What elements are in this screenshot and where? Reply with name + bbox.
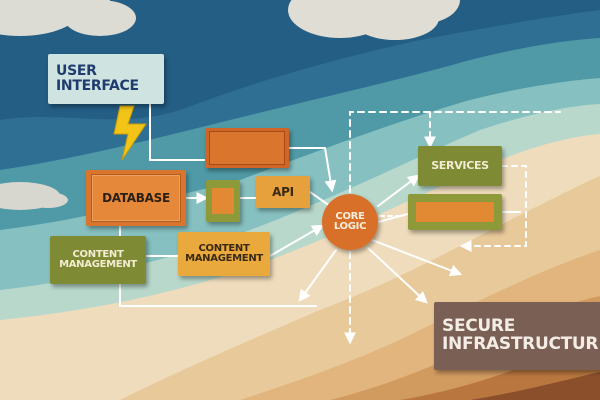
layer-rust	[400, 334, 600, 400]
connector-services-loop	[459, 165, 527, 252]
green-block-inner	[212, 188, 234, 214]
cloud-icon	[0, 0, 136, 36]
database-inner-panel: DATABASE	[91, 174, 181, 222]
core-logic-node: CORE LOGIC	[322, 194, 378, 250]
services-block-inner	[416, 202, 494, 222]
connector-core-to-secure	[367, 247, 428, 304]
database-card: DATABASE	[86, 170, 186, 226]
connector-cm-to-core	[269, 224, 325, 257]
connector-core-up-right	[349, 111, 561, 193]
green-block-card	[206, 180, 240, 222]
layer-rust-dark	[470, 372, 600, 400]
orange-block-card	[205, 128, 289, 168]
lightning-bolt-icon	[113, 105, 147, 161]
user-interface-label: USER INTERFACE	[56, 63, 139, 94]
api-card: API	[256, 176, 310, 208]
orange-block-inner	[209, 131, 285, 165]
connector-core-to-right	[371, 239, 463, 277]
core-logic-label: CORE LOGIC	[333, 210, 367, 232]
services-block-card	[408, 194, 502, 230]
user-interface-card: USER INTERFACE	[48, 54, 164, 104]
content-management-left-card: CONTENT MANAGEMENT	[50, 236, 146, 284]
connector-api-to-core	[309, 191, 331, 207]
database-label: DATABASE	[102, 190, 170, 205]
connector-top-to-core	[288, 147, 337, 193]
cloud-icon	[0, 182, 68, 210]
connector-core-to-services-block	[377, 213, 409, 223]
secure-infrastructure-label: SECURE INFRASTRUCTUR	[442, 316, 599, 354]
cloud-icon	[288, 0, 460, 40]
content-management-center-label: CONTENT MANAGEMENT	[185, 242, 263, 264]
content-management-center-card: CONTENT MANAGEMENT	[178, 232, 270, 276]
services-card: SERVICES	[418, 146, 502, 186]
connector-core-to-bottom-left	[298, 249, 337, 302]
secure-infrastructure-card: SECURE INFRASTRUCTUR	[434, 302, 600, 370]
content-management-left-label: CONTENT MANAGEMENT	[59, 248, 137, 270]
api-label: API	[272, 184, 294, 199]
services-label: SERVICES	[431, 159, 489, 173]
connector-core-to-services	[377, 174, 420, 207]
